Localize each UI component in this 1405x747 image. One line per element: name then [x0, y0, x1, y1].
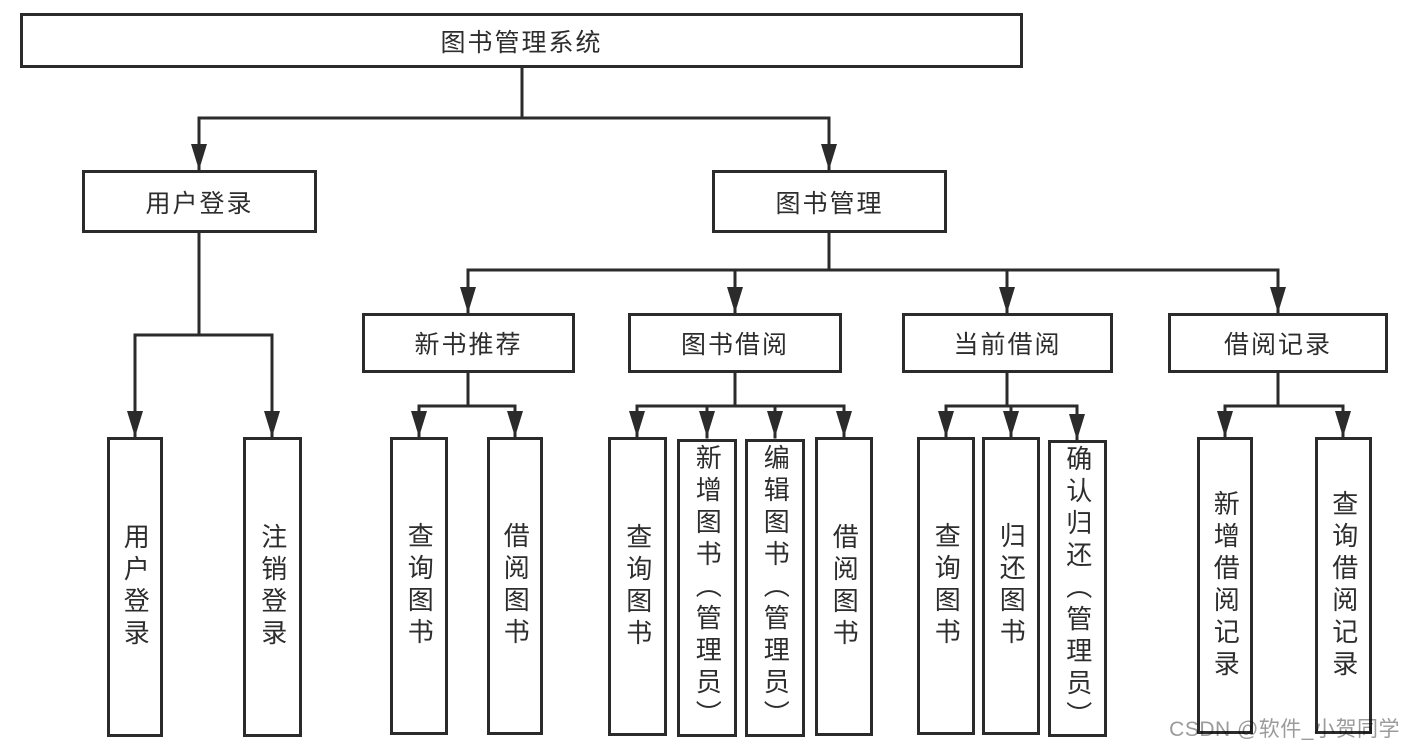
node-label: 新增借阅记录 — [1210, 489, 1241, 682]
leaf-query-borrow-record: 查询借阅记录 — [1315, 437, 1372, 734]
node-label: 新增图书（管理员） — [692, 444, 723, 732]
leaf-add-borrow-record: 新增借阅记录 — [1197, 437, 1253, 734]
node-label: 查询图书 — [622, 522, 653, 651]
node-label: 用户登录 — [120, 523, 151, 651]
node-new-book-recommend: 新书推荐 — [362, 313, 575, 373]
node-label: 查询借阅记录 — [1328, 489, 1359, 682]
node-book-borrow: 图书借阅 — [628, 313, 842, 373]
leaf-add-books-admin: 新增图书（管理员） — [677, 439, 737, 737]
node-label: 确认归还（管理员） — [1062, 444, 1093, 733]
node-label: 归还图书 — [996, 522, 1027, 650]
node-label: 查询图书 — [404, 522, 435, 650]
node-label: 图书管理系统 — [440, 28, 603, 57]
node-label: 新书推荐 — [414, 331, 523, 359]
leaf-logout: 注销登录 — [243, 437, 302, 737]
node-label: 借阅图书 — [829, 522, 860, 651]
leaf-borrow-books-1: 借阅图书 — [487, 437, 543, 735]
leaf-edit-books-admin: 编辑图书（管理员） — [745, 439, 805, 737]
leaf-confirm-return-admin: 确认归还（管理员） — [1048, 440, 1107, 737]
node-user-login: 用户登录 — [82, 170, 317, 233]
leaf-return-books: 归还图书 — [982, 437, 1040, 735]
leaf-user-login: 用户登录 — [107, 437, 163, 737]
node-label: 编辑图书（管理员） — [760, 444, 791, 732]
node-borrow-records: 借阅记录 — [1168, 313, 1388, 373]
node-book-management: 图书管理 — [712, 170, 947, 233]
node-label: 图书借阅 — [680, 331, 789, 359]
node-label: 用户登录 — [145, 189, 254, 218]
node-label: 当前借阅 — [953, 331, 1062, 359]
node-label: 图书管理 — [775, 189, 884, 218]
node-label: 借阅记录 — [1223, 331, 1332, 359]
node-label: 查询图书 — [931, 522, 962, 650]
leaf-query-books-3: 查询图书 — [917, 437, 975, 735]
node-current-borrow: 当前借阅 — [902, 313, 1113, 373]
leaf-query-books-2: 查询图书 — [608, 437, 667, 736]
node-root: 图书管理系统 — [20, 13, 1023, 68]
leaf-borrow-books-2: 借阅图书 — [815, 437, 873, 736]
node-label: 借阅图书 — [500, 522, 531, 650]
node-label: 注销登录 — [257, 523, 288, 651]
watermark: CSDN @软件_小贺同学 — [1169, 718, 1400, 741]
leaf-query-books-1: 查询图书 — [390, 437, 448, 735]
